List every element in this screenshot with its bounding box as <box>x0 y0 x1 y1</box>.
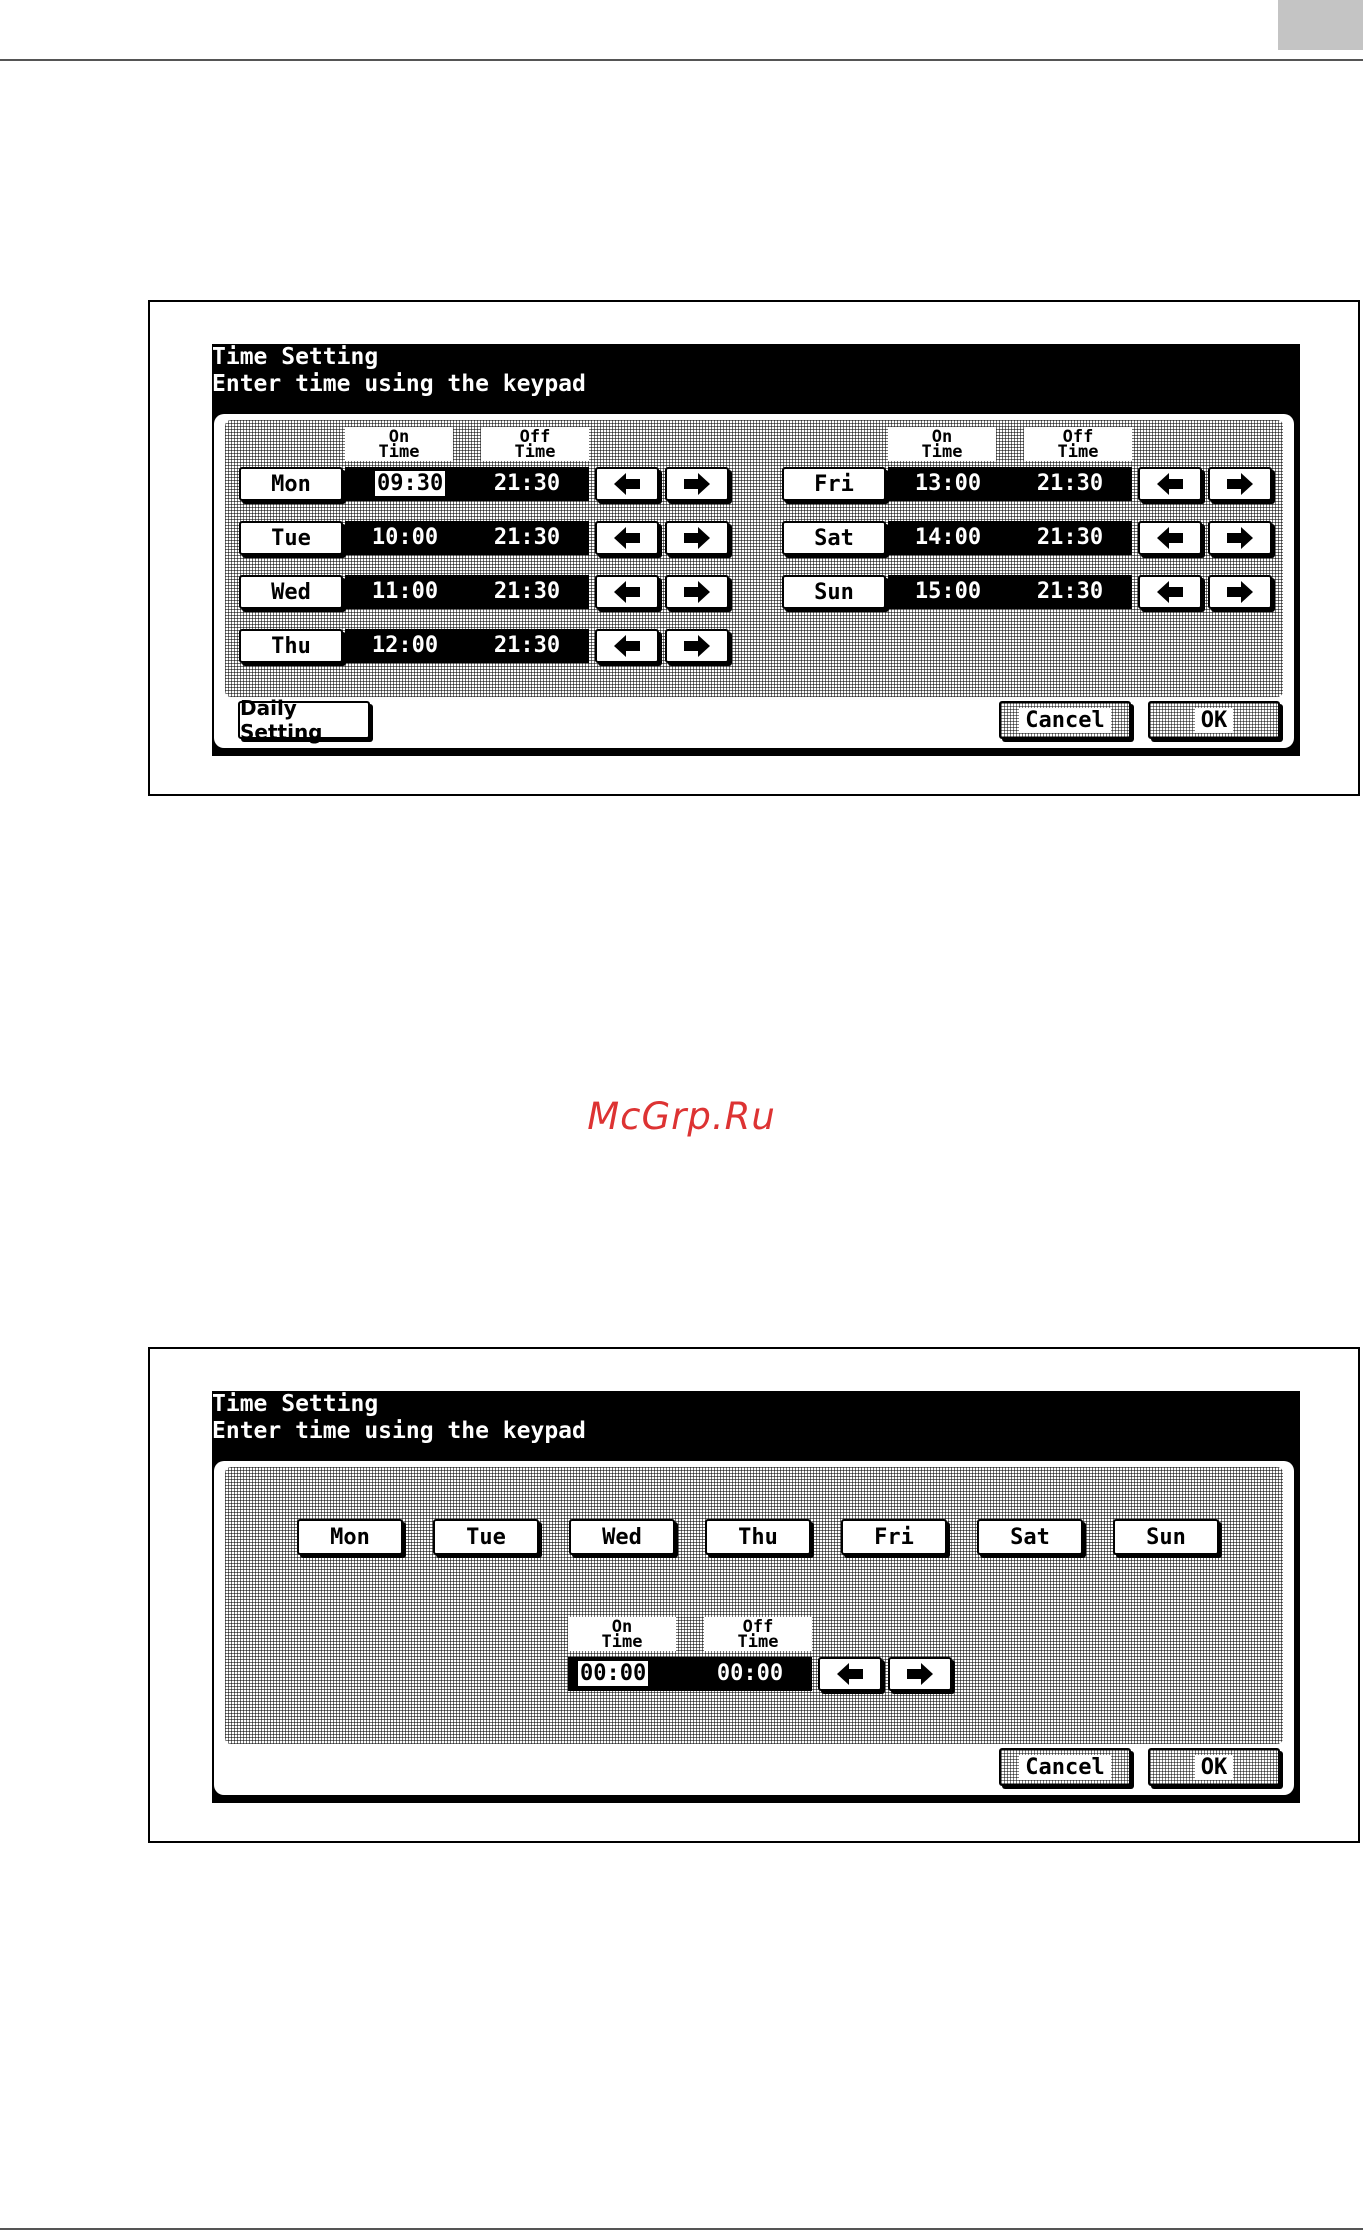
right-arrow-icon <box>684 581 710 603</box>
footer-rule <box>0 2228 1363 2230</box>
screen-subtitle: Enter time using the keypad <box>212 371 586 397</box>
on-time-value[interactable]: 11:00 <box>371 579 439 604</box>
right-arrow-icon <box>1227 527 1253 549</box>
on-time-header: On Time <box>888 427 996 461</box>
off-time-header: Off Time <box>704 1617 812 1651</box>
off-time-header: Off Time <box>481 427 589 461</box>
time-row: 00:00 00:00 <box>568 1657 812 1691</box>
right-arrow-icon <box>684 635 710 657</box>
day-button-sat[interactable]: Sat <box>977 1519 1083 1555</box>
day-button-tue[interactable]: Tue <box>239 521 343 555</box>
page-corner-tab <box>1278 0 1363 50</box>
time-right-button-fri[interactable] <box>1208 467 1272 501</box>
right-arrow-icon <box>684 527 710 549</box>
day-button-mon[interactable]: Mon <box>297 1519 403 1555</box>
on-time-value[interactable]: 00:00 <box>578 1661 649 1686</box>
day-button-fri[interactable]: Fri <box>782 467 886 501</box>
time-right-button-sun[interactable] <box>1208 575 1272 609</box>
right-arrow-icon <box>684 473 710 495</box>
on-time-value[interactable]: 10:00 <box>371 525 439 550</box>
time-row-thu: 12:00 21:30 <box>345 629 589 663</box>
off-time-value[interactable]: 21:30 <box>1036 525 1104 550</box>
header-rule <box>0 59 1363 61</box>
time-left-button-mon[interactable] <box>595 467 659 501</box>
time-left-button-thu[interactable] <box>595 629 659 663</box>
screen-title: Time Setting <box>212 344 379 370</box>
on-time-value[interactable]: 15:00 <box>914 579 982 604</box>
time-left-button-wed[interactable] <box>595 575 659 609</box>
on-time-value[interactable]: 13:00 <box>914 471 982 496</box>
time-row-sat: 14:00 21:30 <box>888 521 1132 555</box>
cancel-button[interactable]: Cancel <box>999 701 1131 739</box>
screen-subtitle: Enter time using the keypad <box>212 1418 586 1444</box>
day-button-wed[interactable]: Wed <box>239 575 343 609</box>
left-arrow-icon <box>1157 581 1183 603</box>
time-row-tue: 10:00 21:30 <box>345 521 589 555</box>
day-button-thu[interactable]: Thu <box>239 629 343 663</box>
screen-title: Time Setting <box>212 1391 379 1417</box>
time-row-wed: 11:00 21:30 <box>345 575 589 609</box>
right-arrow-icon <box>1227 581 1253 603</box>
left-arrow-icon <box>614 527 640 549</box>
cancel-button[interactable]: Cancel <box>999 1748 1131 1786</box>
time-right-button[interactable] <box>888 1657 952 1691</box>
off-time-value[interactable]: 21:30 <box>493 633 561 658</box>
time-right-button-mon[interactable] <box>665 467 729 501</box>
left-arrow-icon <box>614 581 640 603</box>
left-arrow-icon <box>1157 473 1183 495</box>
on-time-value[interactable]: 14:00 <box>914 525 982 550</box>
time-right-button-sat[interactable] <box>1208 521 1272 555</box>
ok-button[interactable]: OK <box>1148 701 1280 739</box>
time-right-button-wed[interactable] <box>665 575 729 609</box>
right-arrow-icon <box>907 1663 933 1685</box>
time-right-button-thu[interactable] <box>665 629 729 663</box>
off-time-value[interactable]: 21:30 <box>493 579 561 604</box>
off-time-value[interactable]: 21:30 <box>1036 579 1104 604</box>
on-time-value[interactable]: 12:00 <box>371 633 439 658</box>
day-button-tue[interactable]: Tue <box>433 1519 539 1555</box>
time-right-button-tue[interactable] <box>665 521 729 555</box>
left-arrow-icon <box>614 473 640 495</box>
screenshot-frame-daily: Time Setting Enter time using the keypad… <box>148 1347 1360 1843</box>
settings-background <box>225 1467 1283 1744</box>
day-button-sat[interactable]: Sat <box>782 521 886 555</box>
on-time-header: On Time <box>345 427 453 461</box>
time-left-button-sat[interactable] <box>1138 521 1202 555</box>
time-row-fri: 13:00 21:30 <box>888 467 1132 501</box>
time-left-button-tue[interactable] <box>595 521 659 555</box>
settings-panel: Mon Tue Wed Thu Fri Sat Sun On Time Off Time 0… <box>214 1461 1294 1795</box>
time-left-button-sun[interactable] <box>1138 575 1202 609</box>
screenshot-frame-weekly: Time Setting Enter time using the keypad… <box>148 300 1360 796</box>
off-time-value[interactable]: 21:30 <box>493 525 561 550</box>
on-time-value[interactable]: 09:30 <box>375 471 446 496</box>
watermark-text: McGrp.Ru <box>587 1095 776 1138</box>
day-button-wed[interactable]: Wed <box>569 1519 675 1555</box>
time-left-button-fri[interactable] <box>1138 467 1202 501</box>
off-time-value[interactable]: 00:00 <box>716 1661 784 1686</box>
time-row-sun: 15:00 21:30 <box>888 575 1132 609</box>
off-time-value[interactable]: 21:30 <box>1036 471 1104 496</box>
day-button-sun[interactable]: Sun <box>782 575 886 609</box>
off-time-header: Off Time <box>1024 427 1132 461</box>
right-arrow-icon <box>1227 473 1253 495</box>
day-button-sun[interactable]: Sun <box>1113 1519 1219 1555</box>
left-arrow-icon <box>1157 527 1183 549</box>
time-setting-screen-daily: Time Setting Enter time using the keypad… <box>212 1391 1300 1803</box>
on-time-header: On Time <box>568 1617 676 1651</box>
off-time-value[interactable]: 21:30 <box>493 471 561 496</box>
day-button-mon[interactable]: Mon <box>239 467 343 501</box>
time-left-button[interactable] <box>818 1657 882 1691</box>
left-arrow-icon <box>837 1663 863 1685</box>
left-arrow-icon <box>614 635 640 657</box>
ok-button[interactable]: OK <box>1148 1748 1280 1786</box>
daily-setting-button[interactable]: Daily Setting <box>238 696 370 744</box>
day-button-fri[interactable]: Fri <box>841 1519 947 1555</box>
day-button-thu[interactable]: Thu <box>705 1519 811 1555</box>
time-row-mon: 09:30 21:30 <box>345 467 589 501</box>
time-setting-screen: Time Setting Enter time using the keypad… <box>212 344 1300 756</box>
